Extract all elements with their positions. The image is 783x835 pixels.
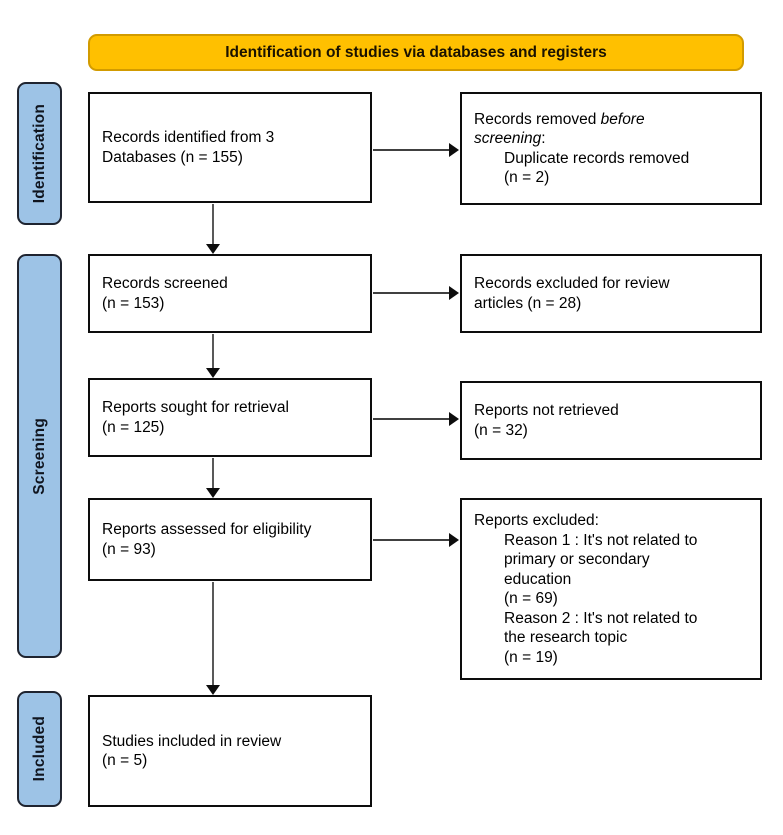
phase-label-identification: Identification — [17, 82, 62, 225]
node-records-removed-detail2: (n = 2) — [504, 169, 550, 186]
node-records-identified: Records identified from 3 Databases (n =… — [88, 92, 372, 203]
arrow-shaft — [212, 204, 214, 246]
node-records-screened: Records screened (n = 153) — [88, 254, 372, 333]
node-reports-excluded-reason1-line3: education — [504, 570, 572, 588]
node-records-removed: Records removed before screening: Duplic… — [460, 92, 762, 205]
node-records-removed-detail1: Duplicate records removed — [504, 149, 690, 167]
arrow-shaft — [212, 458, 214, 490]
phase-label-screening: Screening — [17, 254, 62, 658]
phase-label-identification-text: Identification — [30, 103, 48, 204]
diagram-title: Identification of studies via databases … — [225, 43, 607, 61]
arrowhead-down-icon — [206, 368, 220, 378]
node-reports-excluded-reason1-count: (n = 69) — [504, 590, 558, 607]
arrow-down-identified-to-screened — [206, 204, 220, 254]
arrowhead-right-icon — [449, 286, 459, 300]
node-records-removed-line1: Records removed before — [474, 110, 645, 128]
node-reports-sought-line1: Reports sought for retrieval — [102, 399, 289, 416]
node-reports-excluded-reason1-line1: Reason 1 : It's not related to — [504, 531, 698, 549]
node-reports-excluded: Reports excluded: Reason 1 : It's not re… — [460, 498, 762, 680]
phase-label-screening-text: Screening — [30, 417, 48, 495]
phase-label-included: Included — [17, 691, 62, 807]
arrow-shaft — [373, 418, 451, 420]
arrowhead-down-icon — [206, 244, 220, 254]
node-reports-excluded-reason2-line1: Reason 2 : It's not related to — [504, 609, 698, 627]
arrowhead-right-icon — [449, 533, 459, 547]
node-records-excluded: Records excluded for review articles (n … — [460, 254, 762, 333]
node-studies-included-line1: Studies included in review — [102, 732, 282, 750]
arrow-shaft — [373, 292, 451, 294]
node-reports-not-retrieved-line2: (n = 32) — [474, 421, 528, 439]
node-reports-not-retrieved: Reports not retrieved (n = 32) — [460, 381, 762, 460]
node-reports-excluded-title: Reports excluded: — [474, 512, 599, 529]
arrow-right-assessed-to-excluded — [373, 533, 459, 547]
node-reports-sought: Reports sought for retrieval (n = 125) — [88, 378, 372, 457]
arrow-shaft — [373, 149, 451, 151]
node-records-identified-line2: Databases (n = 155) — [102, 148, 243, 166]
phase-label-included-text: Included — [30, 716, 48, 782]
arrow-shaft — [212, 582, 214, 687]
node-studies-included-line2: (n = 5) — [102, 752, 148, 769]
diagram-title-banner: Identification of studies via databases … — [88, 34, 744, 71]
node-reports-sought-line2: (n = 125) — [102, 418, 165, 436]
node-reports-assessed: Reports assessed for eligibility (n = 93… — [88, 498, 372, 581]
arrow-right-identified-to-removed — [373, 143, 459, 157]
arrow-shaft — [373, 539, 451, 541]
arrow-down-screened-to-sought — [206, 334, 220, 378]
arrow-right-screened-to-excluded — [373, 286, 459, 300]
node-records-excluded-line1: Records excluded for review — [474, 275, 670, 292]
arrowhead-right-icon — [449, 143, 459, 157]
node-reports-assessed-line1: Reports assessed for eligibility — [102, 521, 312, 538]
node-records-excluded-line2: articles (n = 28) — [474, 294, 582, 312]
node-reports-excluded-reason2-line2: the research topic — [504, 629, 628, 646]
node-records-screened-line1: Records screened — [102, 275, 228, 292]
arrow-down-assessed-to-included — [206, 582, 220, 695]
node-reports-not-retrieved-line1: Reports not retrieved — [474, 402, 619, 419]
node-reports-excluded-reason1-line2: primary or secondary — [504, 551, 650, 568]
node-reports-assessed-line2: (n = 93) — [102, 540, 156, 558]
arrow-right-sought-to-notretrieved — [373, 412, 459, 426]
arrowhead-right-icon — [449, 412, 459, 426]
arrow-down-sought-to-assessed — [206, 458, 220, 498]
arrow-shaft — [212, 334, 214, 370]
node-records-identified-line1: Records identified from 3 — [102, 129, 275, 146]
node-studies-included: Studies included in review (n = 5) — [88, 695, 372, 807]
arrowhead-down-icon — [206, 488, 220, 498]
node-records-removed-line2: screening: — [474, 130, 546, 147]
node-records-screened-line2: (n = 153) — [102, 294, 165, 312]
node-reports-excluded-reason2-count: (n = 19) — [504, 648, 558, 666]
arrowhead-down-icon — [206, 685, 220, 695]
